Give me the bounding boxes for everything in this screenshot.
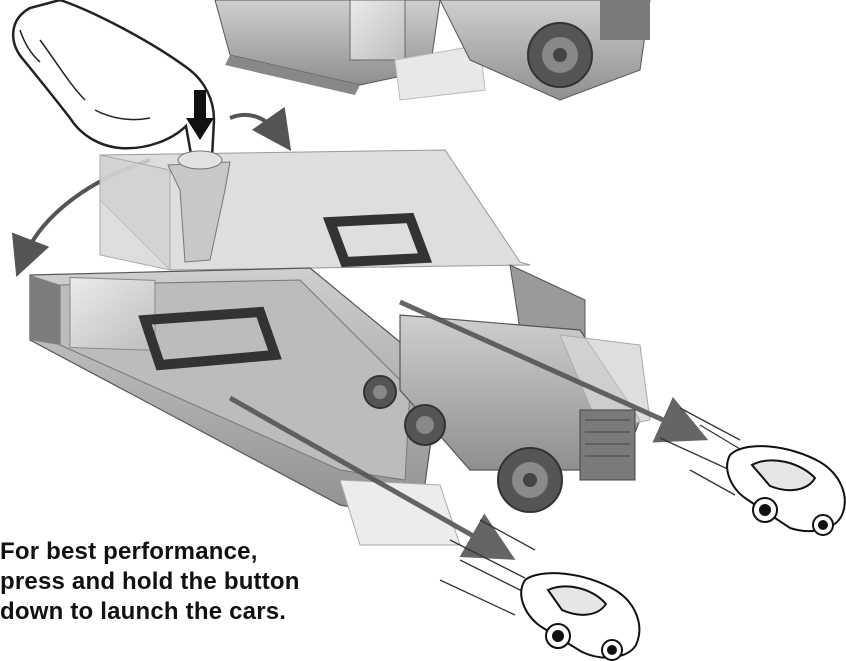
main-truck-wheel-front — [497, 447, 563, 513]
instruction-line-2: press and hold the button — [0, 568, 300, 595]
launched-car-right — [726, 445, 846, 536]
upper-truck-wheel — [527, 22, 593, 88]
motion-lines — [439, 407, 746, 616]
down-arrow-icon — [186, 90, 214, 140]
instruction-text: For best performance, press and hold the… — [0, 537, 360, 627]
instruction-line-3: down to launch the cars. — [0, 598, 287, 625]
hand-pressing-button — [11, 0, 216, 168]
main-truck-wheel-rear — [404, 404, 446, 446]
main-truck — [29, 149, 651, 546]
upper-truck — [214, 0, 651, 101]
instruction-line-1: For best performance, — [0, 538, 258, 565]
launch-arrow-icon — [228, 299, 709, 560]
main-truck-wheel-middle — [363, 375, 397, 409]
launched-car-bottom — [520, 572, 641, 661]
